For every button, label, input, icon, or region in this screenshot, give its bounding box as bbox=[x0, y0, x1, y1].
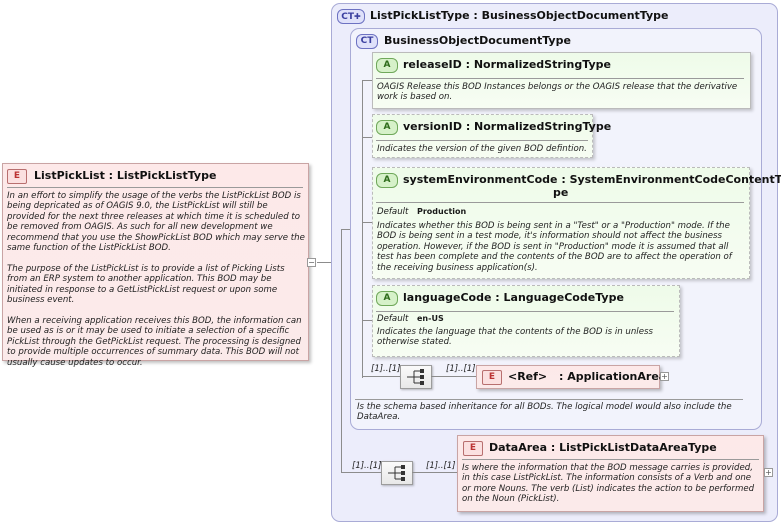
connector bbox=[362, 137, 372, 138]
application-area-element[interactable]: E <Ref> : ApplicationArea bbox=[476, 365, 666, 389]
attribute-trunk-line bbox=[362, 80, 363, 378]
attribute-description: Indicates the version of the given BOD d… bbox=[377, 144, 587, 154]
attribute-title: releaseID : NormalizedStringType bbox=[403, 58, 611, 71]
attribute-badge: A bbox=[376, 58, 398, 73]
expand-toggle[interactable]: + bbox=[660, 372, 669, 381]
element-cardinality: [1]..[1] bbox=[446, 364, 476, 374]
element-cardinality: [1]..[1] bbox=[426, 461, 456, 471]
element-title: ListPickList : ListPickListType bbox=[34, 169, 217, 182]
outer-trunk-line bbox=[341, 229, 342, 472]
attribute-badge: A bbox=[376, 291, 398, 306]
attribute-separator bbox=[376, 311, 674, 312]
attribute-description: Indicates whether this BOD is being sent… bbox=[377, 221, 732, 273]
connector bbox=[362, 222, 372, 223]
sequence-cardinality: [1]..[1] bbox=[352, 461, 382, 471]
connector bbox=[341, 229, 350, 230]
connector bbox=[341, 472, 381, 473]
attribute-release-id[interactable]: A releaseID : NormalizedStringType OAGIS… bbox=[372, 52, 751, 109]
connector bbox=[317, 262, 331, 263]
attribute-title: versionID : NormalizedStringType bbox=[403, 120, 612, 133]
default-value: Production bbox=[417, 207, 467, 216]
attribute-title-wrap: pe bbox=[553, 186, 569, 199]
data-area-title: DataArea : ListPickListDataAreaType bbox=[489, 441, 717, 454]
connector bbox=[431, 376, 476, 377]
connector bbox=[362, 80, 372, 81]
attribute-badge: A bbox=[376, 120, 398, 135]
connector bbox=[362, 320, 372, 321]
attribute-title-line1: systemEnvironmentCode : SystemEnvironmen… bbox=[403, 173, 781, 186]
element-badge: E bbox=[463, 441, 483, 456]
default-value: en-US bbox=[417, 314, 444, 323]
sequence-cardinality: [1]..[1] bbox=[371, 364, 401, 374]
bod-type-title: BusinessObjectDocumentType bbox=[384, 34, 571, 47]
collapse-toggle[interactable]: − bbox=[307, 258, 316, 267]
list-pick-list-element[interactable]: E ListPickList : ListPickListType In an … bbox=[2, 163, 309, 368]
attribute-system-environment-code[interactable]: A systemEnvironmentCode : SystemEnvironm… bbox=[372, 167, 781, 279]
attribute-language-code[interactable]: A languageCode : LanguageCodeType Defaul… bbox=[372, 285, 680, 357]
element-description: In an effort to simplify the usage of th… bbox=[7, 191, 305, 368]
element-badge: E bbox=[7, 169, 27, 184]
title-separator bbox=[462, 459, 759, 460]
attribute-separator bbox=[376, 202, 744, 203]
complex-type-icon: CT✚ bbox=[337, 9, 365, 24]
attribute-title: languageCode : LanguageCodeType bbox=[403, 291, 624, 304]
data-area-description: Is where the information that the BOD me… bbox=[462, 463, 755, 505]
default-label: Default bbox=[377, 207, 409, 217]
bod-separator bbox=[355, 399, 743, 400]
attribute-title: systemEnvironmentCode : SystemEnvironmen… bbox=[403, 173, 781, 186]
expand-toggle[interactable]: + bbox=[764, 468, 773, 477]
connector bbox=[412, 472, 457, 473]
sequence-compositor-icon[interactable] bbox=[400, 365, 432, 389]
element-badge: E bbox=[482, 370, 502, 385]
attribute-badge: A bbox=[376, 173, 398, 188]
attribute-separator bbox=[376, 140, 588, 141]
attribute-separator bbox=[376, 78, 744, 79]
attribute-description: Indicates the language that the contents… bbox=[377, 327, 653, 348]
data-area-element[interactable]: E DataArea : ListPickListDataAreaType Is… bbox=[457, 435, 764, 512]
attribute-version-id[interactable]: A versionID : NormalizedStringType Indic… bbox=[372, 114, 611, 158]
connector bbox=[362, 376, 400, 377]
outer-type-title: ListPickListType : BusinessObjectDocumen… bbox=[370, 9, 669, 22]
bod-type-description: Is the schema based inheritance for all … bbox=[357, 402, 732, 423]
title-separator bbox=[7, 187, 303, 188]
default-label: Default bbox=[377, 314, 409, 324]
application-area-title: : ApplicationArea bbox=[559, 370, 667, 383]
sequence-compositor-icon[interactable] bbox=[381, 461, 413, 485]
attribute-description: OAGIS Release this BOD Instances belongs… bbox=[377, 82, 738, 103]
ref-label: <Ref> bbox=[508, 370, 548, 383]
complex-type-badge: CT bbox=[356, 34, 378, 49]
